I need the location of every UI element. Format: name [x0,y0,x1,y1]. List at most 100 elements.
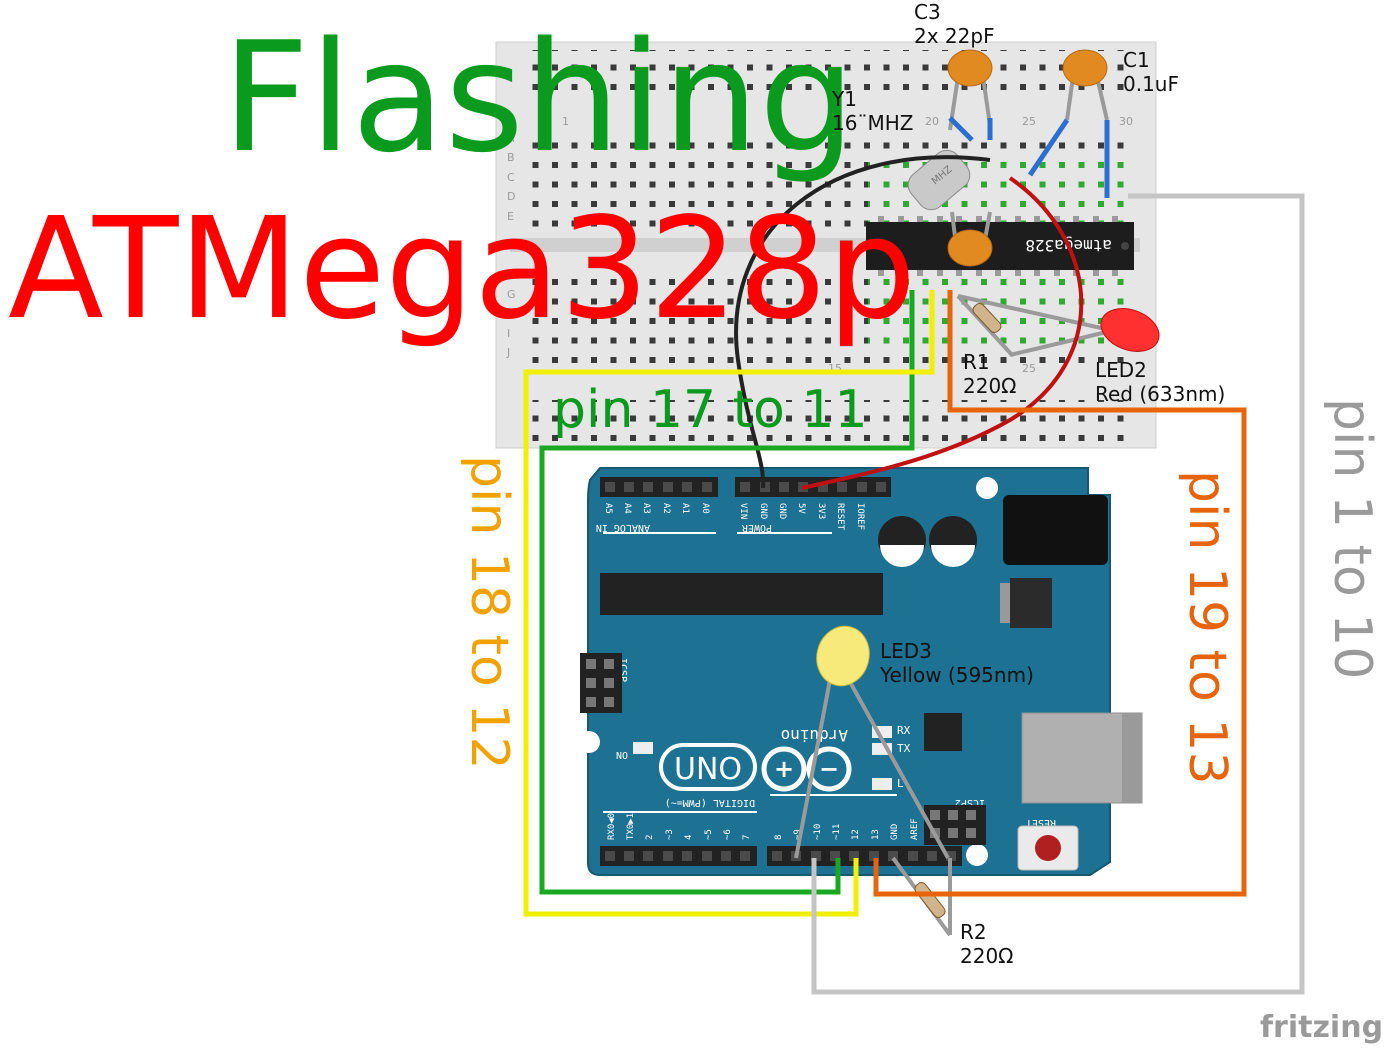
power-pin-label: GND [758,503,768,519]
r2-label: R2 220Ω [960,920,1013,968]
usb-chip [924,713,962,751]
gray-wire [811,193,1305,995]
green-wire-label: pin 17 to 11 [553,380,868,440]
power-pin-label: VIN [738,503,748,519]
capacitor-c3-top [947,49,993,142]
breadboard-rail-top [530,50,1130,92]
power-pin-label: IOREF [855,503,865,530]
digital-header-left [600,846,757,866]
green-wire [539,290,915,895]
digital-pin-label: ~9 [793,829,803,840]
reset-label: RESET [1026,817,1056,828]
title-atmega-prefix: ATMega [8,188,561,351]
digital-label: DIGITAL (PWM=~) [665,797,755,808]
analog-pin-label: A0 [700,503,710,514]
icsp2-label: ICSP2 [955,797,985,808]
yellow-wire-label: pin 18 to 12 [459,455,519,770]
row-letter: D [507,190,515,203]
row-letter: C [507,171,515,184]
title-atmega-chip: 328p [560,188,917,351]
c1-label: C1 0.1uF [1123,48,1179,96]
uno-logo-frame [659,743,757,791]
tx-label: TX [897,742,911,755]
r1-label: R1 220Ω [963,350,1016,398]
r2-name: R2 [960,920,987,944]
c3-value: 2x 22pF [914,24,995,48]
led2-name: LED2 [1095,358,1147,382]
column-number: 5 [638,115,645,128]
led3-yellow [794,625,950,859]
mounting-hole [966,844,988,866]
analog-pin-label: A2 [661,503,671,514]
analog-pin-label: A4 [622,503,632,514]
power-label: POWER [741,522,772,533]
column-number: 30 [1119,115,1133,128]
resistor-r1 [956,294,1014,357]
digital-pin-label: TX0▶1 [626,813,636,840]
row-letter: J [506,346,510,359]
row-letter: F [507,268,513,281]
digital-pin-label: ~10 [813,824,823,840]
microcontroller-chip [600,573,883,615]
digital-pin-label: AREF [910,818,920,840]
analog-pin-label: A3 [641,503,651,514]
column-number: 25 [1022,115,1036,128]
c3-label: C3 2x 22pF [914,0,995,48]
crystal-y1: MHZ [907,149,971,211]
analog-pin-label: A1 [680,503,690,514]
column-number: 10 [731,115,745,128]
r2-value: 220Ω [960,944,1014,968]
rx-label: RX [897,724,911,737]
infinity-logo-right [806,746,852,792]
yellow-wire [523,290,935,917]
digital-pin-label: ~3 [665,829,675,840]
led2-red [957,294,1160,357]
c1-value: 0.1uF [1123,72,1179,96]
on-label: ON [616,749,628,760]
column-number: 20 [925,115,939,128]
orange-wire [873,290,1247,897]
analog-header [600,477,718,497]
svg-text:+: + [774,755,794,783]
voltage-regulator [1010,578,1052,628]
analog-pin-label: A5 [603,503,613,514]
l-label: L [897,777,904,790]
c1-name: C1 [1123,48,1150,72]
digital-pin-label: 2 [645,835,655,840]
led3-name: LED3 [880,639,932,663]
digital-pin-label: GND [890,824,900,840]
power-pin-label: 3V3 [816,503,826,519]
power-jack [1003,495,1108,565]
on-led [633,742,653,754]
led2-label: LED2 Red (633nm) [1095,358,1225,406]
digital-pin-label: ~11 [832,824,842,840]
l-led [872,778,892,790]
digital-pin-label: 8 [774,835,784,840]
mounting-hole [976,477,998,499]
mounting-hole [578,731,600,753]
atmega328-chip: atmega328 [866,216,1134,276]
digital-pin-label: 12 [851,829,861,840]
led3-value: Yellow (595nm) [880,663,1034,687]
usb-connector-shade [1122,713,1142,803]
led3-label: LED3 Yellow (595nm) [880,639,1034,687]
digital-pin-label: 13 [871,829,881,840]
y1-value: 16¨MHZ [832,111,914,135]
digital-pin-label: ~5 [704,829,714,840]
regulator-pins [1000,583,1010,623]
capacitor-c1 [1027,49,1110,198]
reset-button-cap[interactable] [1035,835,1061,861]
c3-name: C3 [914,0,941,24]
uno-logo-text: UNO [674,752,742,787]
title-flashing: Flashing [222,9,856,186]
orange-wire-label: pin 19 to 13 [1177,470,1237,785]
r1-name: R1 [963,350,990,374]
infinity-logo-left [761,746,807,792]
svg-text:−: − [819,755,839,783]
analog-in-label: ANALOG IN [596,522,650,533]
y1-label: Y1 16¨MHZ [832,87,913,135]
fritzing-watermark: fritzing [1260,1010,1384,1045]
column-number: 25 [1022,362,1036,375]
column-number: 1 [562,115,569,128]
